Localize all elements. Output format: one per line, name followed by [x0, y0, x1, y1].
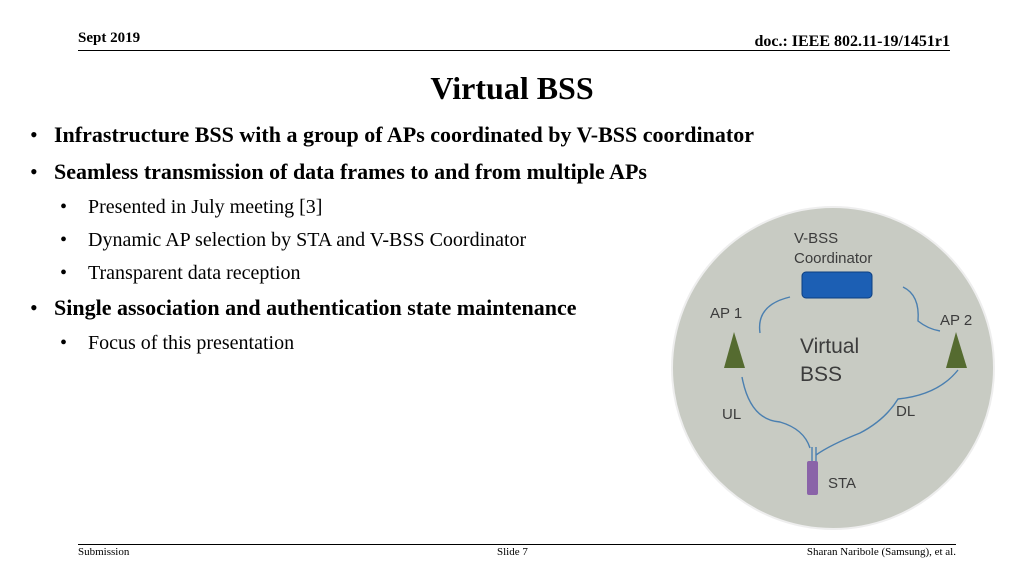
link-ap1-coordinator [758, 296, 791, 334]
ap2-label: AP 2 [940, 312, 972, 329]
sta-device-icon [807, 461, 818, 495]
center-label-line2: BSS [800, 363, 842, 386]
sub-bullet-item: • Presented in July meeting [3] [30, 196, 890, 229]
sub-bullet-text: Focus of this presentation [88, 332, 295, 354]
sub-bullet-dot: • [60, 332, 68, 354]
bullet-dot: • [30, 122, 38, 147]
sub-bullet-dot: • [60, 196, 68, 218]
sub-bullet-item: • Dynamic AP selection by STA and V-BSS … [30, 229, 890, 262]
bullet-item: • Seamless transmission of data frames t… [30, 159, 890, 196]
coordinator-label-line1: V-BSS [794, 230, 838, 247]
ul-link [741, 376, 811, 449]
sta-label: STA [828, 475, 856, 492]
dl-label: DL [896, 403, 915, 420]
header-date: Sept 2019 [78, 30, 141, 46]
coordinator-label-line2: Coordinator [794, 250, 872, 267]
sub-bullet-item: • Transparent data reception [30, 262, 890, 295]
center-label-line1: Virtual [800, 335, 859, 358]
footer-submission: Submission [78, 546, 130, 558]
bullet-dot: • [30, 295, 38, 320]
slide-title: Virtual BSS [430, 70, 594, 106]
bullet-dot: • [30, 159, 38, 184]
header-doc-id: doc.: IEEE 802.11-19/1451r1 [754, 33, 950, 50]
sub-bullet-text: Dynamic AP selection by STA and V-BSS Co… [88, 229, 527, 251]
virtual-bss-diagram: V-BSS Coordinator AP 1 AP 2 Virtual BSS … [671, 206, 995, 530]
footer-divider [78, 544, 956, 545]
bullet-item: • Single association and authentication … [30, 295, 890, 332]
ap1-label: AP 1 [710, 305, 742, 322]
bullet-text: Infrastructure BSS with a group of APs c… [54, 122, 754, 147]
bss-circle [671, 206, 995, 530]
ap1-antenna-icon [724, 332, 745, 368]
sub-bullet-text: Presented in July meeting [3] [88, 196, 323, 218]
ul-label: UL [722, 406, 741, 423]
bullet-list: • Infrastructure BSS with a group of APs… [30, 122, 890, 365]
header-divider [78, 50, 950, 51]
sub-bullet-dot: • [60, 262, 68, 284]
footer-slide-number: Slide 7 [497, 546, 528, 558]
link-coordinator-ap2 [902, 286, 941, 332]
sub-bullet-item: • Focus of this presentation [30, 332, 890, 365]
bullet-text: Single association and authentication st… [54, 295, 577, 320]
bullet-item: • Infrastructure BSS with a group of APs… [30, 122, 890, 159]
sub-bullet-text: Transparent data reception [88, 262, 301, 284]
bullet-text: Seamless transmission of data frames to … [54, 159, 647, 184]
sub-bullet-dot: • [60, 229, 68, 251]
coordinator-box [801, 271, 873, 299]
footer-author: Sharan Naribole (Samsung), et al. [806, 546, 956, 558]
dl-link [815, 369, 959, 456]
ap2-antenna-icon [946, 332, 967, 368]
